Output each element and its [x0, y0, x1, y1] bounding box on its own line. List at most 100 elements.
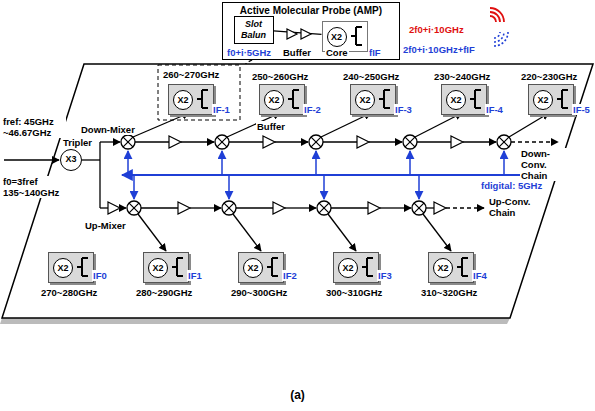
- antenna-symbol: [556, 88, 570, 110]
- antenna-symbol: [361, 256, 375, 278]
- node-text: X2: [355, 90, 375, 110]
- signal-label: Up-Conv. Chain: [488, 196, 540, 218]
- signal-label: Buffer: [282, 47, 312, 58]
- probe-box: X2: [143, 252, 189, 283]
- wire: [285, 207, 316, 208]
- signal-label: Tripler: [62, 137, 93, 148]
- signal-label: Down-Mixer: [80, 124, 136, 135]
- wire: [99, 142, 100, 208]
- signal-label: 2f0+i·10GHz: [408, 24, 465, 35]
- probe-box: X2: [48, 252, 94, 283]
- wire: [141, 207, 178, 208]
- signal-label: Down-Conv. Chain: [520, 148, 572, 181]
- node-text: X2: [264, 90, 284, 110]
- mixer-symbol: [309, 135, 323, 149]
- received-wave: [494, 32, 500, 38]
- node-text: X2: [173, 90, 193, 110]
- wire: [509, 113, 549, 137]
- signal-label: IF2: [282, 270, 298, 281]
- wire: [417, 141, 451, 142]
- probe-box: X2: [238, 252, 284, 283]
- mixer-symbol: [317, 201, 331, 215]
- signal-label: 310~320GHz: [420, 287, 478, 298]
- lo-line: [315, 151, 317, 175]
- signal-label: fref: 45GHz ~46.67GHz: [2, 116, 66, 138]
- mixer-symbol: [215, 135, 229, 149]
- wire: [133, 113, 189, 137]
- wire: [229, 141, 263, 142]
- wire: [328, 214, 356, 251]
- wire: [369, 141, 402, 142]
- lo-line: [323, 175, 325, 199]
- mixer-symbol: [403, 135, 417, 149]
- node-text: Active Molecular Probe (AMP): [223, 3, 399, 16]
- wire: [181, 141, 214, 142]
- buffer-symbol: [301, 29, 311, 39]
- signal-label: IF-3: [394, 104, 413, 115]
- node-text: X2: [533, 90, 553, 110]
- signal-label: 220~230GHz: [520, 71, 578, 82]
- signal-label: 2f0+i·10GHz+fIF: [402, 44, 476, 55]
- wire: [331, 207, 368, 208]
- node-text: X2: [53, 258, 73, 278]
- signal-label: IF-4: [485, 104, 504, 115]
- received-wave: [494, 32, 508, 46]
- buffer-symbol: [169, 136, 181, 148]
- buffer-symbol: [263, 136, 275, 148]
- probe-box: X2: [333, 252, 379, 283]
- probe-box: X2: [528, 84, 574, 115]
- signal-label: IF-5: [572, 104, 591, 115]
- buffer-symbol: [368, 202, 380, 214]
- signal-label: Up-Mixer: [84, 220, 127, 231]
- antenna-symbol: [456, 256, 470, 278]
- signal-label: IF3: [377, 270, 393, 281]
- signal-label: 300~310GHz: [325, 287, 383, 298]
- signal-label: 270~280GHz: [40, 287, 98, 298]
- wire: [511, 141, 558, 142]
- probe-box: X2: [350, 84, 396, 115]
- signal-label: f0=3fref 135~140GHz: [2, 176, 66, 198]
- signal-label: IF-1: [212, 104, 231, 115]
- antenna-symbol: [266, 256, 280, 278]
- wire: [275, 141, 308, 142]
- wire: [415, 113, 462, 137]
- lo-line: [409, 151, 411, 175]
- signal-label: IF0: [92, 270, 108, 281]
- node-text: X2: [243, 258, 263, 278]
- wire: [100, 141, 120, 142]
- buffer-symbol: [108, 202, 120, 214]
- probe-box: X2: [441, 84, 487, 115]
- radiation-wave: [490, 16, 496, 22]
- buffer-symbol: [178, 202, 190, 214]
- wire: [135, 141, 169, 142]
- buffer-symbol: [357, 136, 369, 148]
- antenna-symbol: [378, 88, 392, 110]
- node-text: X2: [446, 90, 466, 110]
- signal-label: IF4: [472, 270, 488, 281]
- board-edge: [0, 318, 510, 324]
- wire: [82, 159, 100, 160]
- antenna-symbol: [171, 256, 185, 278]
- antenna-symbol: [469, 88, 483, 110]
- wire: [190, 207, 221, 208]
- signal-label: 240~250GHz: [342, 71, 400, 82]
- wire: [138, 214, 166, 251]
- dashed-frame: [158, 65, 240, 120]
- lo-line: [503, 151, 505, 175]
- node-text: X2: [338, 258, 358, 278]
- chip-board: [2, 64, 593, 318]
- wire: [423, 214, 451, 251]
- node-text: Slot Balun: [239, 19, 269, 41]
- node-text: X2: [327, 27, 347, 47]
- signal-label: 260~270GHz: [162, 69, 220, 80]
- wire: [463, 141, 496, 142]
- lo-line: [133, 175, 135, 199]
- lo-line: [221, 151, 223, 175]
- wire: [380, 207, 411, 208]
- probe-box: X2: [259, 84, 305, 115]
- wire: [323, 141, 357, 142]
- signal-label: Core: [325, 47, 349, 58]
- received-wave: [494, 32, 504, 42]
- antenna-symbol: [76, 256, 90, 278]
